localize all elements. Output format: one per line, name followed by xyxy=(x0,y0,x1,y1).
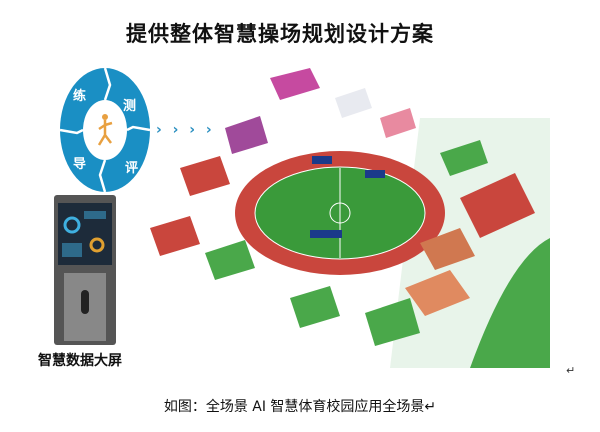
page-title: 提供整体智慧操场规划设计方案 xyxy=(126,22,434,46)
paragraph-mark: ↵ xyxy=(566,364,576,377)
cycle-diagram: 练 测 评 导 xyxy=(55,65,155,195)
cycle-label-practice: 练 xyxy=(73,89,87,104)
cycle-ring-icon xyxy=(59,67,151,193)
running-track xyxy=(235,151,445,275)
cycle-label-guide: 导 xyxy=(73,157,87,172)
figure-caption: 如图：全场景 AI 智慧体育校园应用全场景↵ xyxy=(163,399,437,415)
kiosk-screen-icon xyxy=(54,195,116,345)
cycle-label-evaluate: 评 xyxy=(125,161,139,176)
smart-playground-illustration xyxy=(150,68,550,368)
station-tiles xyxy=(150,68,535,346)
kiosk-label: 智慧数据大屏 xyxy=(38,353,122,369)
flow-arrows: › › › › xyxy=(156,122,215,138)
cycle-label-test: 测 xyxy=(123,99,137,114)
